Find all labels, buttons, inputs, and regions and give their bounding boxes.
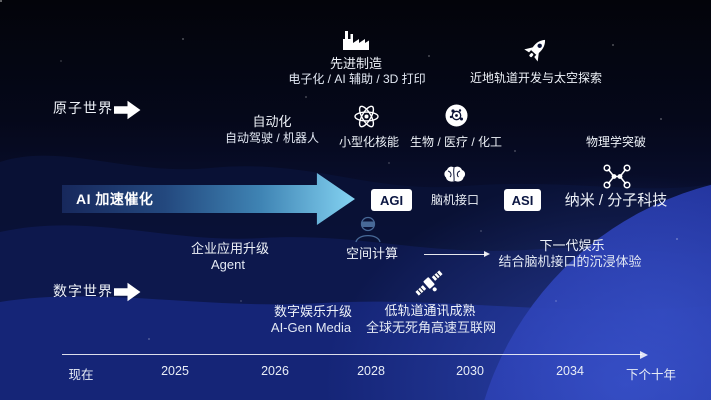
- brain-icon: [444, 166, 466, 182]
- timeline-tick-2026: 2026: [261, 364, 289, 378]
- next-gen-entertainment-title: 下一代娱乐: [539, 238, 605, 253]
- nano-molecular-title: 纳米 / 分子科技: [564, 192, 668, 209]
- leo-comms-title: 低轨道通讯成熟: [384, 303, 476, 318]
- timeline-tick-2030: 2030: [456, 364, 484, 378]
- enterprise-apps-subtitle: Agent: [211, 257, 245, 272]
- enterprise-apps-title: 企业应用升级: [190, 241, 270, 256]
- automation-title: 自动化: [252, 114, 292, 129]
- factory-icon: [343, 31, 369, 50]
- rocket-icon: [524, 39, 546, 62]
- next-gen-entertainment-subtitle: 结合脑机接口的沉浸体验: [498, 254, 642, 269]
- leo-comms-subtitle: 全球无死角高速互联网: [365, 320, 497, 335]
- agi-badge: AGI: [371, 189, 412, 211]
- brain-computer-interface-title: 脑机接口: [430, 193, 480, 207]
- digital-media-subtitle: AI-Gen Media: [270, 320, 352, 335]
- timeline-axis: [62, 354, 642, 355]
- digital-media-title: 数字娱乐升级: [273, 304, 353, 319]
- digital-world-label: 数字世界: [53, 283, 113, 299]
- timeline-tick-2025: 2025: [161, 364, 189, 378]
- miniaturized-nuclear-title: 小型化核能: [338, 135, 400, 149]
- asi-badge: ASI: [504, 189, 541, 211]
- flow-arrow-icon: [424, 251, 490, 258]
- physics-breakthrough-title: 物理学突破: [585, 135, 647, 149]
- cell-icon: [445, 104, 468, 127]
- molecule-icon: [603, 164, 631, 189]
- satellite-icon: [415, 270, 443, 296]
- timeline-tick-2028: 2028: [357, 364, 385, 378]
- star-field: [0, 0, 2, 2]
- space-exploration-title: 近地轨道开发与太空探索: [469, 71, 603, 85]
- timeline-tick-now: 现在: [68, 368, 94, 382]
- atom-icon: [354, 105, 379, 128]
- bio-med-chem-title: 生物 / 医疗 / 化工: [409, 135, 503, 149]
- automation-subtitle: 自动驾驶 / 机器人: [224, 131, 320, 145]
- advanced-manufacturing-title: 先进制造: [329, 56, 383, 71]
- timeline-tick-2034: 2034: [556, 364, 584, 378]
- spatial-computing-title: 空间计算: [345, 246, 399, 261]
- advanced-manufacturing-subtitle: 电子化 / AI 辅助 / 3D 打印: [288, 72, 426, 86]
- ai-accelerator-label: AI 加速催化: [76, 191, 154, 207]
- vr-headset-icon: [355, 216, 381, 243]
- timeline-tick-next-decade: 下个十年: [625, 368, 677, 382]
- atom-world-label: 原子世界: [53, 100, 113, 116]
- timeline-arrowhead-icon: [640, 350, 648, 359]
